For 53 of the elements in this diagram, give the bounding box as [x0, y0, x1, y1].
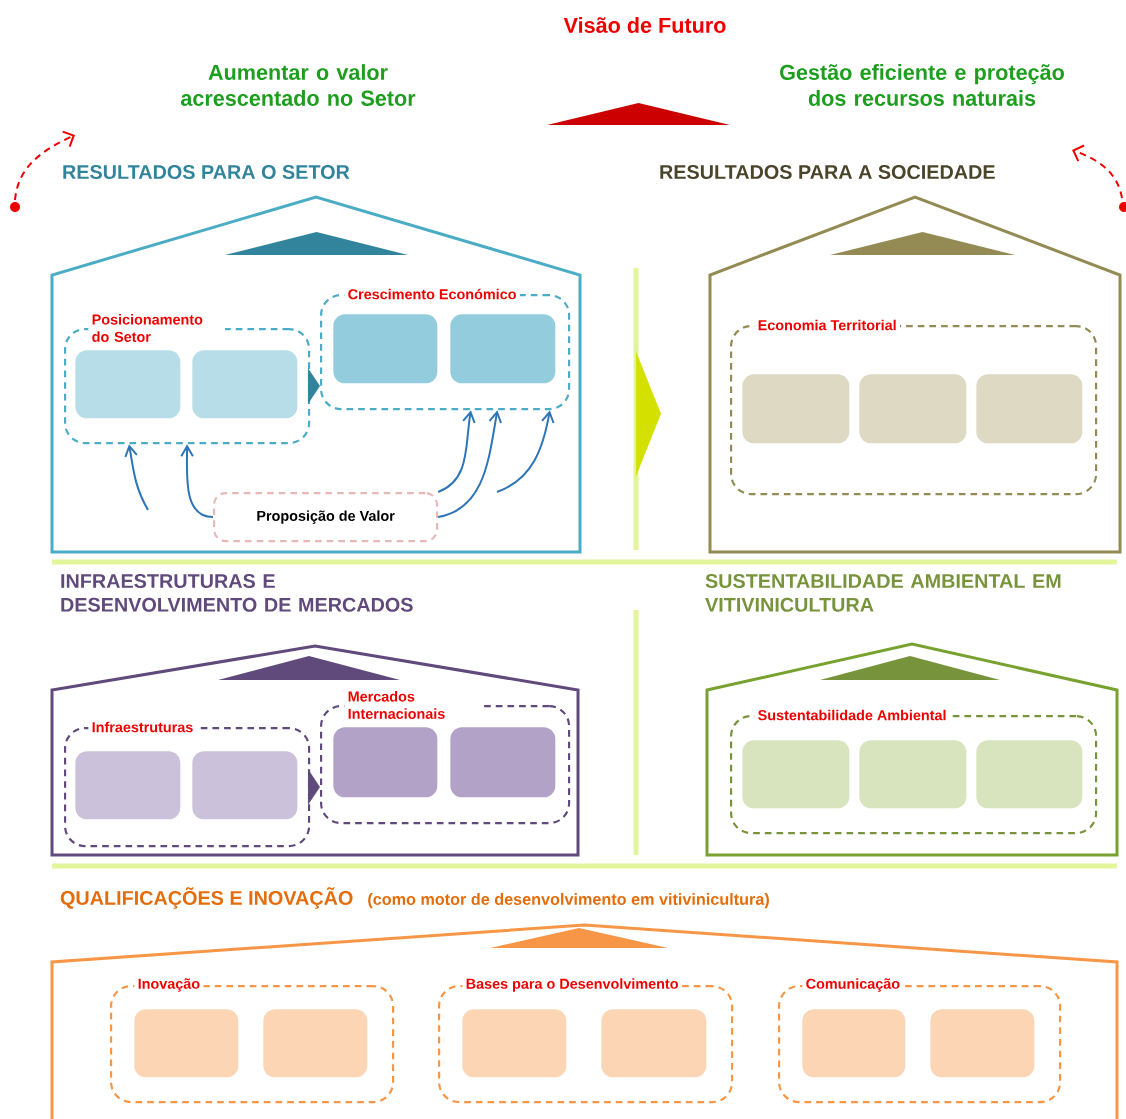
- section-heading: INFRAESTRUTURAS E DESENVOLVIMENTO DE MERCADOS: [61, 574, 413, 612]
- value-box: Proposição de Valor: [213, 492, 439, 543]
- roof-triangle: [490, 928, 668, 948]
- group-label: Crescimento Económico: [344, 285, 520, 303]
- curved-arrow: [124, 444, 149, 511]
- group-label: Sustentabilidade Ambiental: [754, 706, 950, 724]
- empty-box: [134, 1009, 239, 1078]
- section-heading: QUALIFICAÇÕES E INOVAÇÃO: [60, 887, 353, 909]
- group-label: Inovação: [134, 975, 204, 996]
- group-label: Bases para o Desenvolvimento: [462, 974, 682, 996]
- empty-box: [75, 350, 181, 419]
- group-label: Mercados Internacionais: [344, 687, 481, 723]
- triangle-arrow: [635, 351, 661, 476]
- roof-triangle: [225, 232, 408, 255]
- roof-triangle: [820, 656, 1000, 680]
- curved-arrow: [180, 444, 214, 519]
- empty-box: [462, 1009, 567, 1078]
- section-heading: RESULTADOS PARA O SETOR: [63, 165, 350, 179]
- empty-box: [976, 740, 1083, 809]
- empty-box: [192, 350, 298, 419]
- roof-triangle: [218, 656, 400, 680]
- group-label: Comunicação: [802, 974, 904, 996]
- empty-box: [742, 740, 850, 809]
- empty-box: [802, 1009, 906, 1078]
- curved-arrow: [496, 410, 555, 493]
- empty-box: [333, 314, 438, 384]
- roof-triangle: [830, 232, 1015, 255]
- curved-arrow: [437, 410, 476, 493]
- empty-box: [450, 727, 556, 798]
- section-heading: SUSTENTABILIDADE AMBIENTAL EM VITIVINICULTURA: [705, 574, 1061, 612]
- section-heading: RESULTADOS PARA A SOCIEDADE: [660, 165, 995, 179]
- title: Visão de Futuro: [563, 17, 726, 33]
- empty-box: [263, 1009, 368, 1078]
- empty-box: [859, 374, 967, 444]
- empty-box: [976, 374, 1083, 444]
- empty-box: [75, 751, 181, 820]
- goal-text: Gestão eficiente e proteção dos recursos naturais: [780, 64, 1064, 106]
- empty-box: [450, 314, 556, 384]
- empty-box: [930, 1009, 1035, 1078]
- triangle-arrow: [307, 769, 320, 805]
- group-label: Infraestruturas: [88, 718, 197, 736]
- empty-box: [859, 740, 967, 809]
- empty-box: [192, 751, 298, 820]
- empty-box: [742, 374, 850, 444]
- goal-text: Aumentar o valor acrescentado no Setor: [181, 64, 416, 106]
- section-heading: (como motor de desenvolvimento em vitivinicultura): [368, 893, 769, 909]
- empty-box: [601, 1009, 707, 1078]
- curved-arrow: [437, 410, 503, 519]
- group-label: Economia Territorial: [754, 316, 900, 334]
- vision-triangle: [547, 103, 730, 125]
- group-label: Posicionamento do Setor: [88, 310, 225, 346]
- empty-box: [333, 727, 438, 798]
- triangle-arrow: [307, 368, 320, 404]
